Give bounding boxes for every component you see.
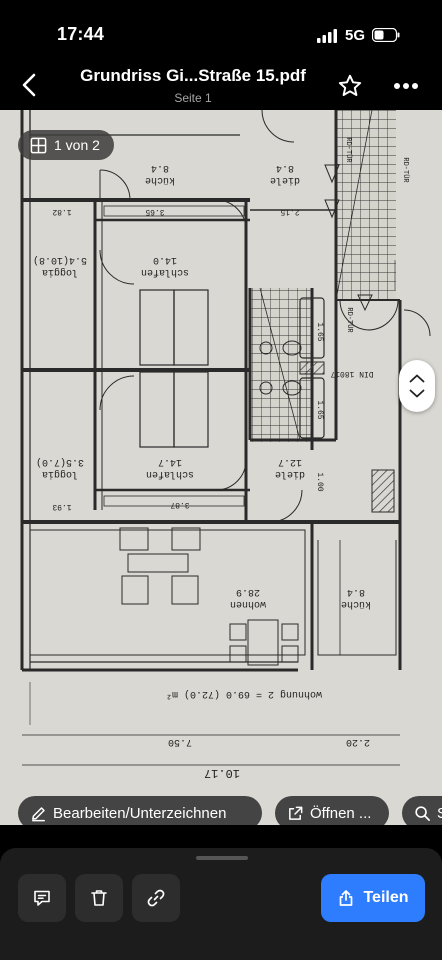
label-kuche-2-area: 8.4 [347, 586, 365, 597]
copy-link-button[interactable] [132, 874, 180, 922]
dimension-193: 1.93 [52, 502, 71, 511]
dimension-165-a: 1.65 [315, 322, 324, 341]
chevron-left-icon [22, 73, 36, 97]
label-schlafen-2-area: 14.7 [158, 456, 182, 467]
dimension-750: 7.50 [168, 736, 192, 747]
dimension-total: 10.17 [204, 766, 240, 780]
pdf-viewer[interactable]: küche 8.4 diele 8.4 schlafen 14.0 loggia… [0, 110, 442, 825]
edit-sign-label: Bearbeiten/Unterzeichnen [53, 804, 227, 822]
comment-icon [34, 890, 50, 906]
battery-icon [372, 28, 400, 42]
page-indicator[interactable]: 1 von 2 [18, 130, 114, 160]
label-diele-top: diele [270, 174, 300, 186]
share-button[interactable]: Teilen [321, 874, 425, 922]
bottom-toolbar: Teilen [0, 848, 442, 960]
label-loggia-1-area: 5.4(10.8) [33, 254, 87, 266]
search-icon [415, 805, 430, 821]
dimension-387: 3.87 [170, 500, 189, 509]
more-options-button[interactable] [390, 72, 422, 100]
label-diele-top-area: 8.4 [276, 162, 294, 173]
label-diele-2: diele [275, 468, 305, 480]
search-chip[interactable]: S [402, 796, 442, 825]
label-wohnung-sum: wohnung 2 = 69.0 (72.0) m² [166, 688, 322, 700]
label-loggia-2: loggia [42, 468, 78, 480]
label-wohnen: wohnen [230, 598, 266, 610]
dimension-165-b: 1.65 [315, 400, 324, 419]
open-in-label: Öffnen ... [310, 804, 372, 822]
label-loggia-2-area: 3.5(7.0) [36, 456, 84, 468]
sheet-backdrop [0, 825, 442, 848]
delete-button[interactable] [75, 874, 123, 922]
back-button[interactable] [14, 68, 44, 102]
share-label: Teilen [363, 889, 409, 906]
sheet-grabber[interactable] [196, 856, 248, 860]
scroll-handle[interactable] [399, 360, 435, 412]
external-link-icon [289, 806, 303, 820]
cellular-signal-icon [317, 29, 337, 43]
star-icon [338, 74, 362, 96]
dimension-365: 3.65 [145, 207, 164, 216]
open-in-chip[interactable]: Öffnen ... [275, 796, 389, 825]
label-rd-tur-1: RD-TÜR [344, 137, 353, 163]
floor-plan: küche 8.4 diele 8.4 schlafen 14.0 loggia… [0, 110, 442, 825]
network-type: 5G [345, 27, 366, 44]
favorite-button[interactable] [336, 72, 364, 100]
dimension-100: 1.00 [315, 472, 324, 491]
pencil-icon [32, 806, 45, 821]
dimension-182: 1.82 [52, 207, 71, 216]
status-time: 17:44 [57, 24, 105, 44]
page-indicator-label: 1 von 2 [54, 137, 100, 153]
label-diele-2-area: 12.7 [278, 456, 302, 467]
chevron-up-icon [409, 374, 425, 383]
link-icon [147, 889, 165, 907]
label-rd-tur-3: RD-TÜR [345, 307, 354, 333]
page-subtitle: Seite 1 [174, 91, 212, 105]
dimension-220: 2.20 [346, 736, 370, 747]
status-bar: 17:44 5G [0, 0, 442, 60]
nav-bar: Grundriss Gi...Straße 15.pdf Seite 1 [0, 60, 442, 110]
more-horizontal-icon [394, 83, 418, 89]
comment-button[interactable] [18, 874, 66, 922]
chevron-down-icon [409, 389, 425, 398]
label-wohnen-area: 28.9 [236, 586, 260, 597]
share-icon [340, 890, 353, 906]
label-loggia-1: loggia [42, 266, 78, 278]
label-rd-tur-2: RD-TÜR [401, 157, 410, 183]
dimension-215: 2.15 [280, 207, 299, 216]
grid-icon [30, 137, 47, 153]
label-kuche-2: küche [341, 598, 371, 610]
label-kuche-top: küche [145, 174, 175, 186]
label-kuche-top-area: 8.4 [151, 162, 169, 173]
trash-icon [91, 890, 107, 906]
search-label: S [437, 805, 442, 822]
document-title: Grundriss Gi...Straße 15.pdf [80, 66, 306, 85]
label-din: DIN 18017 [330, 369, 373, 378]
label-schlafen-2: schlafen [146, 468, 194, 480]
label-schlafen-1: schlafen [141, 266, 189, 278]
label-schlafen-1-area: 14.0 [153, 254, 177, 265]
edit-sign-chip[interactable]: Bearbeiten/Unterzeichnen [18, 796, 262, 825]
